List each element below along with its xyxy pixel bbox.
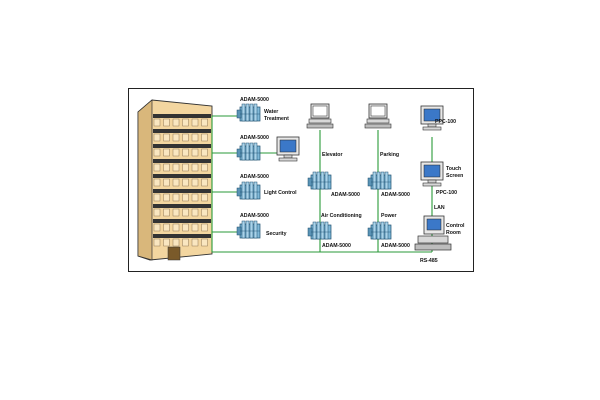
building-window (201, 238, 208, 247)
label-control-room-2: Room (446, 230, 461, 236)
building-window (182, 163, 189, 172)
building-window (191, 208, 199, 217)
building-window (182, 238, 189, 247)
building-window (172, 148, 180, 157)
building-window (153, 148, 161, 157)
building-window (163, 193, 170, 202)
building-window (153, 178, 161, 187)
building-window (172, 238, 180, 247)
label-adam-aircon: ADAM-5000 (322, 243, 351, 249)
label-adam-light: ADAM-5000 (240, 174, 269, 180)
label-parking: Parking (380, 152, 399, 158)
label-adam-water: ADAM-5000 (240, 97, 269, 103)
building-window (182, 178, 189, 187)
building-window (191, 118, 199, 127)
building-window (153, 223, 161, 232)
building-window (201, 193, 208, 202)
building-window (201, 118, 208, 127)
building-window-band (153, 234, 211, 238)
building-window (182, 118, 189, 127)
building-window (191, 193, 199, 202)
building-window (172, 163, 180, 172)
building-window (172, 223, 180, 232)
label-security: Security (266, 231, 287, 237)
building-window (201, 163, 208, 172)
label-touch-screen-2: Screen (446, 173, 463, 179)
building-window (163, 133, 170, 142)
building-window (201, 133, 208, 142)
building-window (153, 133, 161, 142)
label-adam-elevator: ADAM-5000 (331, 192, 360, 198)
building-window (182, 133, 189, 142)
building-window (163, 148, 170, 157)
building-window (191, 238, 199, 247)
building-window (153, 118, 161, 127)
building-window (201, 223, 208, 232)
building-window (201, 178, 208, 187)
building-window (201, 208, 208, 217)
building-window (153, 208, 161, 217)
building-window (153, 238, 161, 247)
building-window (172, 133, 180, 142)
building-window (182, 148, 189, 157)
building-window (191, 163, 199, 172)
building-window-band (153, 204, 211, 208)
label-touch-screen-1: Touch (446, 166, 461, 172)
building-window (163, 163, 170, 172)
building-window-band (153, 114, 211, 118)
building-window-band (153, 174, 211, 178)
building-window-band (153, 129, 211, 133)
building-window-band (153, 159, 211, 163)
building-window-band (153, 219, 211, 223)
building-window (182, 193, 189, 202)
label-adam-power: ADAM-5000 (381, 243, 410, 249)
label-light-control: Light Control (264, 190, 297, 196)
label-adam-monitor: ADAM-5000 (240, 135, 269, 141)
building-window (182, 223, 189, 232)
building-window (172, 193, 180, 202)
building-window (163, 178, 170, 187)
building-window (153, 193, 161, 202)
building-window (163, 238, 170, 247)
building-window (201, 148, 208, 157)
building-window-band (153, 144, 211, 148)
building-window (172, 118, 180, 127)
label-water-treatment-1: Water (264, 109, 278, 115)
building-window (182, 208, 189, 217)
label-power: Power (381, 213, 397, 219)
building-window-band (153, 189, 211, 193)
workstation-elevator-icon (306, 103, 334, 129)
label-lan: LAN (434, 205, 445, 211)
label-ppc-touch: PPC-100 (436, 190, 457, 196)
building-window (191, 133, 199, 142)
building-window (163, 118, 170, 127)
building-window (172, 208, 180, 217)
building-window (191, 223, 199, 232)
building-window (163, 208, 170, 217)
label-rs485: RS-485 (420, 258, 438, 264)
label-water-treatment-2: Treatment (264, 116, 289, 122)
label-adam-security: ADAM-5000 (240, 213, 269, 219)
building-window (153, 163, 161, 172)
label-adam-parking: ADAM-5000 (381, 192, 410, 198)
building-window (191, 178, 199, 187)
label-elevator: Elevator (322, 152, 342, 158)
control-room-computer-icon (414, 215, 452, 251)
building-window (191, 148, 199, 157)
workstation-parking-icon (364, 103, 392, 129)
label-control-room-1: Control (446, 223, 465, 229)
label-air-conditioning: Air Conditioning (321, 213, 362, 219)
label-ppc-top: PPC-100 (435, 119, 456, 125)
building-icon (137, 99, 213, 261)
building-window (172, 178, 180, 187)
building-window (163, 223, 170, 232)
